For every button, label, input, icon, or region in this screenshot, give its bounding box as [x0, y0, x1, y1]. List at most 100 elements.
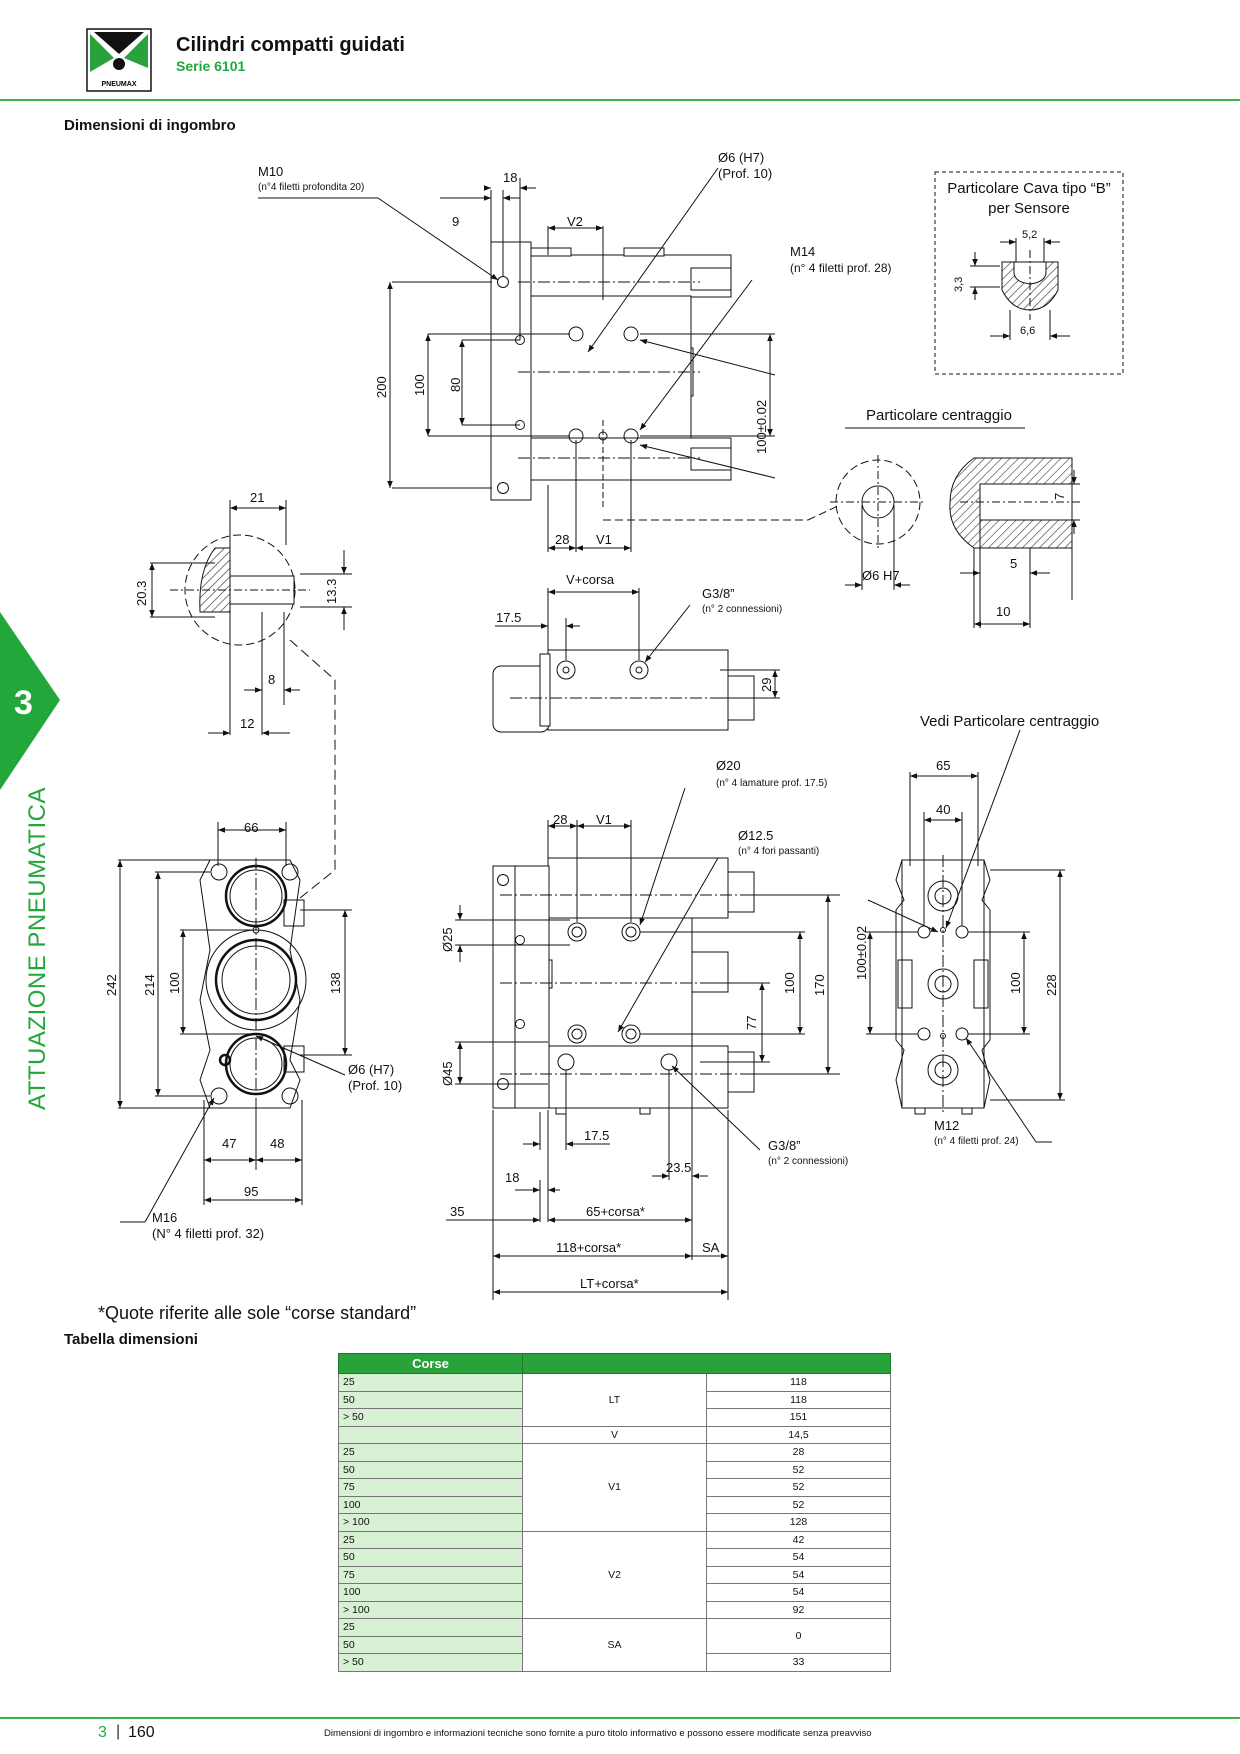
dim-77: 77 [744, 1016, 759, 1030]
param-cell: V [522, 1425, 707, 1444]
table-row: > 50 151 [338, 1408, 891, 1427]
dim-17-5-top: 17.5 [496, 610, 521, 625]
dim-6-6: 6,6 [1020, 325, 1035, 337]
corsa-cell: > 50 [338, 1408, 523, 1427]
dim-5: 5 [1010, 556, 1017, 571]
label-vedi-centraggio: Vedi Particolare centraggio [920, 713, 1099, 730]
dim-d45: Ø45 [440, 1061, 455, 1086]
value-cell: 52 [706, 1495, 891, 1514]
technical-drawing: M10 (n°4 filetti profondita 20) 18 9 V2 … [104, 150, 1124, 1300]
label-d6h7-left: Ø6 (H7) [348, 1062, 394, 1077]
label-m14: M14 [790, 244, 815, 259]
dim-13-3: 13.3 [324, 579, 339, 604]
param-cell: LT [522, 1373, 707, 1427]
end-view [199, 858, 307, 1115]
label-d20: Ø20 [716, 758, 741, 773]
dim-100-left: 100 [167, 972, 182, 994]
value-cell: 52 [706, 1460, 891, 1479]
corsa-cell: 25 [338, 1443, 523, 1462]
drawing-section-title: Dimensioni di ingombro [64, 117, 236, 134]
dim-20-3: 20.3 [134, 581, 149, 606]
page-number: 160 [128, 1724, 155, 1741]
label-g38-top: G3/8” [702, 586, 735, 601]
dim-66: 66 [244, 820, 258, 835]
dim-7: 7 [1052, 493, 1067, 500]
corsa-cell: 100 [338, 1495, 523, 1514]
dim-100-right: 100 [1008, 972, 1023, 994]
dimensions-table: Corse 25 LT 118 50 118 > 50 151 V 14,5 2… [338, 1353, 891, 1672]
value-cell: 118 [706, 1373, 891, 1392]
dim-v2: V2 [567, 214, 583, 229]
value-cell: 92 [706, 1600, 891, 1619]
dim-35: 35 [450, 1204, 464, 1219]
value-cell: 42 [706, 1530, 891, 1549]
value-cell: 118 [706, 1390, 891, 1409]
dim-v1-bot: V1 [596, 812, 612, 827]
label-m10-note: (n°4 filetti profondita 20) [258, 182, 364, 193]
table-header-corse: Corse [338, 1353, 523, 1374]
dim-47: 47 [222, 1136, 236, 1151]
corsa-cell: 50 [338, 1390, 523, 1409]
value-cell: 14,5 [706, 1425, 891, 1444]
value-cell: 33 [706, 1653, 891, 1672]
table-row: 100 54 [338, 1583, 891, 1602]
value-cell: 28 [706, 1443, 891, 1462]
corsa-cell: > 100 [338, 1600, 523, 1619]
table-row: 25 V1 28 [338, 1443, 891, 1532]
centraggio-title: Particolare centraggio [866, 407, 1012, 424]
table-row: 25 SA 0 [338, 1618, 891, 1672]
table-row: 50 118 [338, 1390, 891, 1409]
corsa-cell: 50 [338, 1460, 523, 1479]
table-row: > 50 33 [338, 1653, 891, 1672]
value-cell: 54 [706, 1565, 891, 1584]
dim-118-corsa: 118+corsa* [556, 1240, 621, 1255]
footer-disclaimer: Dimensioni di ingombro e informazioni te… [324, 1728, 872, 1739]
corsa-cell: 25 [338, 1373, 523, 1392]
corsa-cell: 50 [338, 1548, 523, 1567]
dim-100-mid: 100 [782, 972, 797, 994]
front-view [492, 857, 830, 1115]
dim-18-bot: 18 [505, 1170, 519, 1185]
dim-5-2: 5,2 [1022, 229, 1037, 241]
value-cell: 52 [706, 1478, 891, 1497]
dim-v-corsa: V+corsa [566, 572, 615, 587]
document-title: Cilindri compatti guidati [176, 34, 405, 56]
dim-12: 12 [240, 716, 254, 731]
label-prof10-top: (Prof. 10) [718, 166, 772, 181]
section-number: 3 [14, 684, 33, 722]
dim-23-5: 23.5 [666, 1160, 691, 1175]
label-d6h7-top: Ø6 (H7) [718, 150, 764, 165]
label-d12-5: Ø12.5 [738, 828, 773, 843]
dim-18-top: 18 [503, 170, 517, 185]
footer-separator: | [116, 1723, 121, 1740]
corsa-cell: 75 [338, 1478, 523, 1497]
dim-65-corsa: 65+corsa* [586, 1204, 645, 1219]
dim-29: 29 [759, 678, 774, 692]
dim-200: 200 [374, 376, 389, 398]
dim-138: 138 [328, 972, 343, 994]
footer-rule [0, 1717, 1240, 1719]
label-m12: M12 [934, 1118, 959, 1133]
table-row: 25 V2 42 [338, 1530, 891, 1619]
dim-8: 8 [268, 672, 275, 687]
footer-section-number: 3 [98, 1724, 107, 1741]
label-prof10-left: (Prof. 10) [348, 1078, 402, 1093]
dim-40: 40 [936, 802, 950, 817]
dim-v1-top: V1 [596, 532, 612, 547]
label-m16-note: (N° 4 filetti prof. 32) [152, 1226, 264, 1241]
dim-28-top: 28 [555, 532, 569, 547]
label-g38-bot-note: (n° 2 connessioni) [768, 1156, 848, 1167]
dim-d6h7-det: Ø6 H7 [862, 568, 900, 583]
value-cell: 128 [706, 1513, 891, 1532]
label-d20-note: (n° 4 lamature prof. 17.5) [716, 778, 827, 789]
dim-65: 65 [936, 758, 950, 773]
table-header-values [522, 1353, 891, 1374]
dim-9: 9 [452, 214, 459, 229]
dim-21: 21 [250, 490, 264, 505]
table-row: > 100 128 [338, 1513, 891, 1532]
header-rule [0, 99, 1240, 101]
cava-title-1: Particolare Cava tipo “B” [947, 180, 1110, 197]
value-cell: 54 [706, 1548, 891, 1567]
dim-242: 242 [104, 974, 119, 996]
pneumax-logo: PNEUMAX [86, 28, 152, 92]
